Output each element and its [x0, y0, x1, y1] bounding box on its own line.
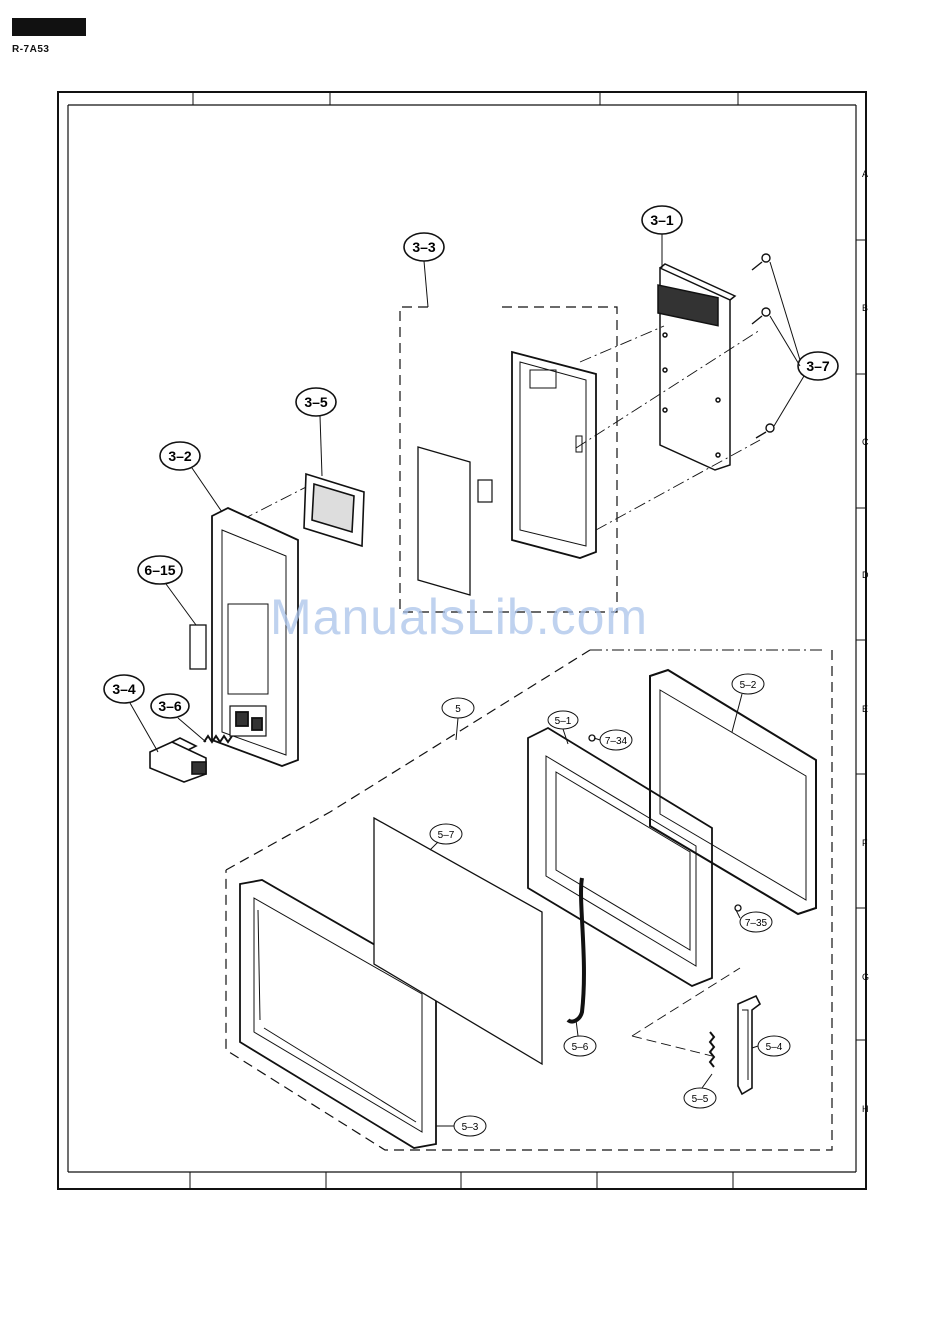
callout-6-15-text: 6–15	[144, 562, 175, 578]
zone-b: B	[862, 303, 868, 313]
callout-3-7-text: 3–7	[806, 358, 830, 374]
part-3-7-screws	[752, 254, 774, 438]
callout-3-4-text: 3–4	[112, 681, 136, 697]
part-3-4-latch	[150, 738, 206, 782]
part-3-1-plate	[658, 264, 735, 470]
part-5-1-door-frame	[528, 728, 712, 986]
zone-h: H	[862, 1104, 869, 1114]
callout-3-2-text: 3–2	[168, 448, 192, 464]
callout-5-2-text: 5–2	[740, 680, 757, 691]
callout-5-4-text: 5–4	[766, 1042, 783, 1053]
callout-3-6-text: 3–6	[158, 698, 182, 714]
callout-7-35-text: 7–35	[745, 918, 768, 929]
callout-5-7-text: 5–7	[438, 830, 455, 841]
part-5-4-latch-lever	[738, 996, 760, 1094]
zone-g: G	[862, 972, 869, 982]
callout-5-6-text: 5–6	[572, 1042, 589, 1053]
part-6-15-label	[190, 625, 206, 669]
zone-d: D	[862, 570, 869, 580]
zone-a: A	[862, 169, 868, 179]
callout-5-1-text: 5–1	[555, 716, 572, 727]
zone-f: F	[862, 838, 868, 848]
zone-e: E	[862, 704, 868, 714]
zone-c: C	[862, 437, 869, 447]
callout-3-5-text: 3–5	[304, 394, 328, 410]
watermark: ManualsLib.com	[270, 588, 648, 646]
callout-3-1-text: 3–1	[650, 212, 674, 228]
part-3-5-window	[304, 474, 364, 546]
callout-5-text: 5	[455, 704, 461, 715]
part-5-5-spring	[710, 1032, 714, 1067]
callout-3-3-text: 3–3	[412, 239, 436, 255]
callout-5-5-text: 5–5	[692, 1094, 709, 1105]
callout-7-34-text: 7–34	[605, 736, 628, 747]
part-3-3-group	[400, 307, 617, 612]
callout-5-3-text: 5–3	[462, 1122, 479, 1133]
